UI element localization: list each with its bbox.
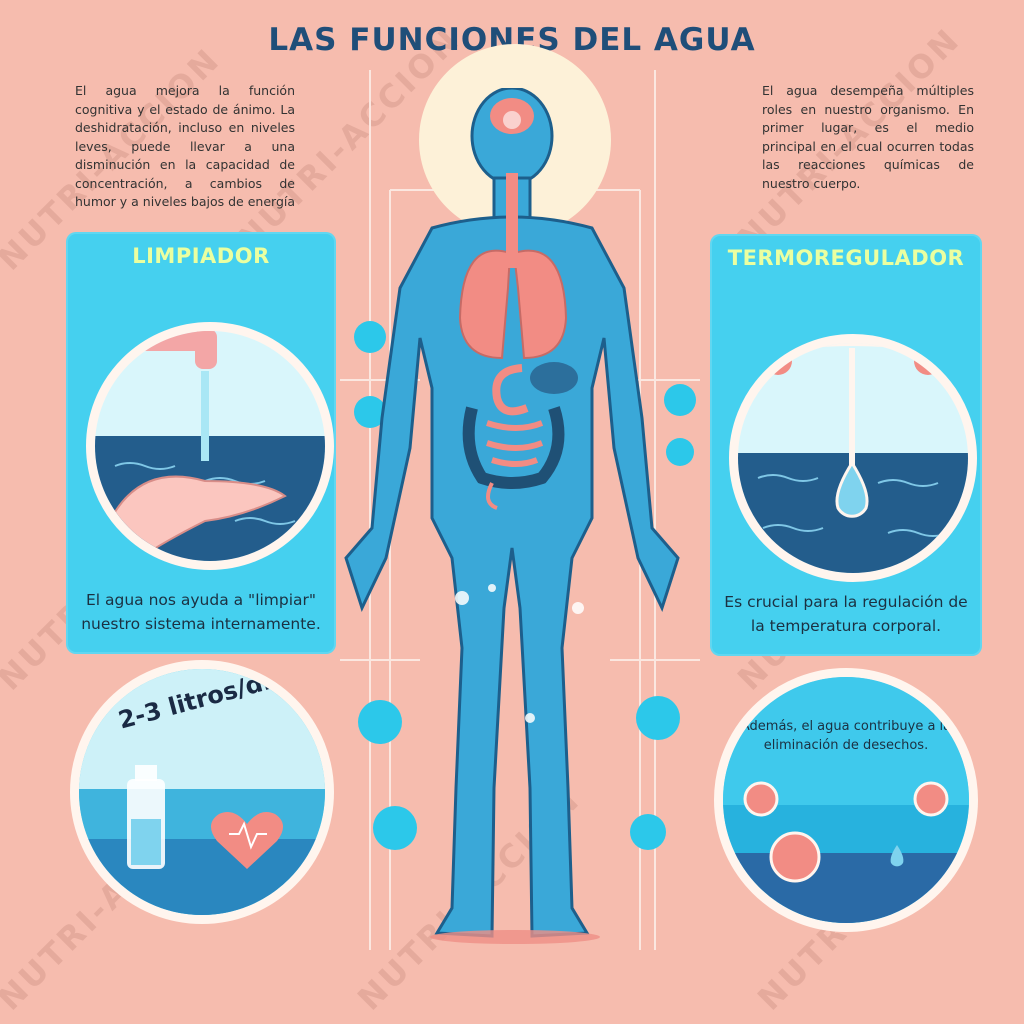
bottle-heart-icon [79, 669, 325, 915]
card-text-limpiador: El agua nos ayuda a "limpiar" nuestro si… [81, 591, 321, 633]
card-title-termoregulador: TERMOREGULADOR [727, 246, 965, 270]
waste-elimination-text: Además, el agua contribuye a la eliminac… [740, 719, 952, 753]
card-termoregulador: TERMOREGULADOR Es crucial para la regula… [710, 234, 982, 656]
scene-thermometer [729, 334, 977, 582]
card-limpiador: LIMPIADOR El agua nos ayuda a "limpiar" … [66, 232, 336, 654]
circle-daily-intake: 2-3 litros/día [70, 660, 334, 924]
floor-shadow [430, 930, 600, 944]
card-title-limpiador: LIMPIADOR [132, 244, 270, 268]
circle-waste-elimination: Además, el agua contribuye a la eliminac… [714, 668, 978, 932]
hand-water-icon [95, 331, 325, 561]
card-text-termoregulador: Es crucial para la regulación de la temp… [724, 593, 968, 635]
human-body-illustration [344, 88, 680, 938]
water-drop-icon [738, 343, 968, 573]
waste-bubbles-icon [723, 677, 969, 923]
scene-hand-washing [86, 322, 334, 570]
intro-left-text: El agua mejora la función cognitiva y el… [75, 83, 296, 209]
intro-right-text: El agua desempeña múltiples roles en nue… [762, 83, 974, 191]
